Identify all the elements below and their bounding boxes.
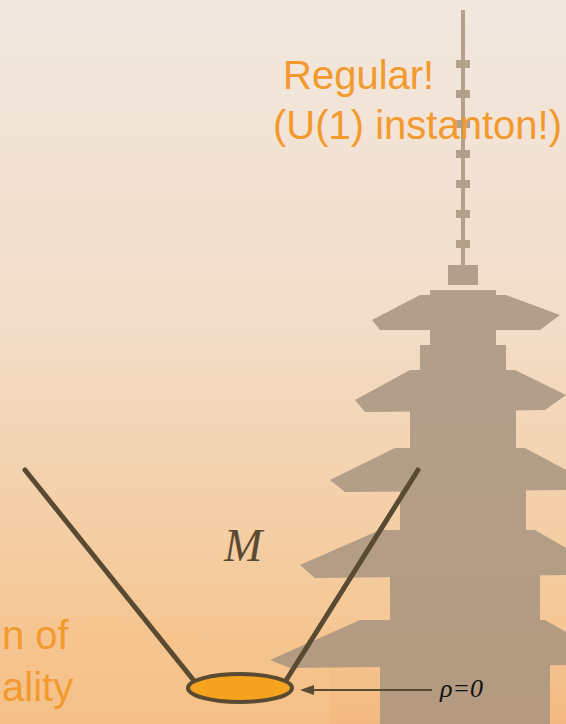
heading-text: Regular! [283, 52, 434, 98]
tip-ellipse [188, 674, 292, 702]
coordinate-label: ρ=0 [440, 674, 483, 704]
leader-arrow [300, 685, 432, 695]
cut-text: n of [2, 612, 69, 658]
heading-text: (U(1) instanton!) [273, 102, 562, 148]
moduli-space-cone [25, 470, 418, 702]
cut-text: ality [2, 664, 73, 710]
pagoda-silhouette [270, 10, 566, 724]
manifold-label: M [224, 520, 262, 573]
